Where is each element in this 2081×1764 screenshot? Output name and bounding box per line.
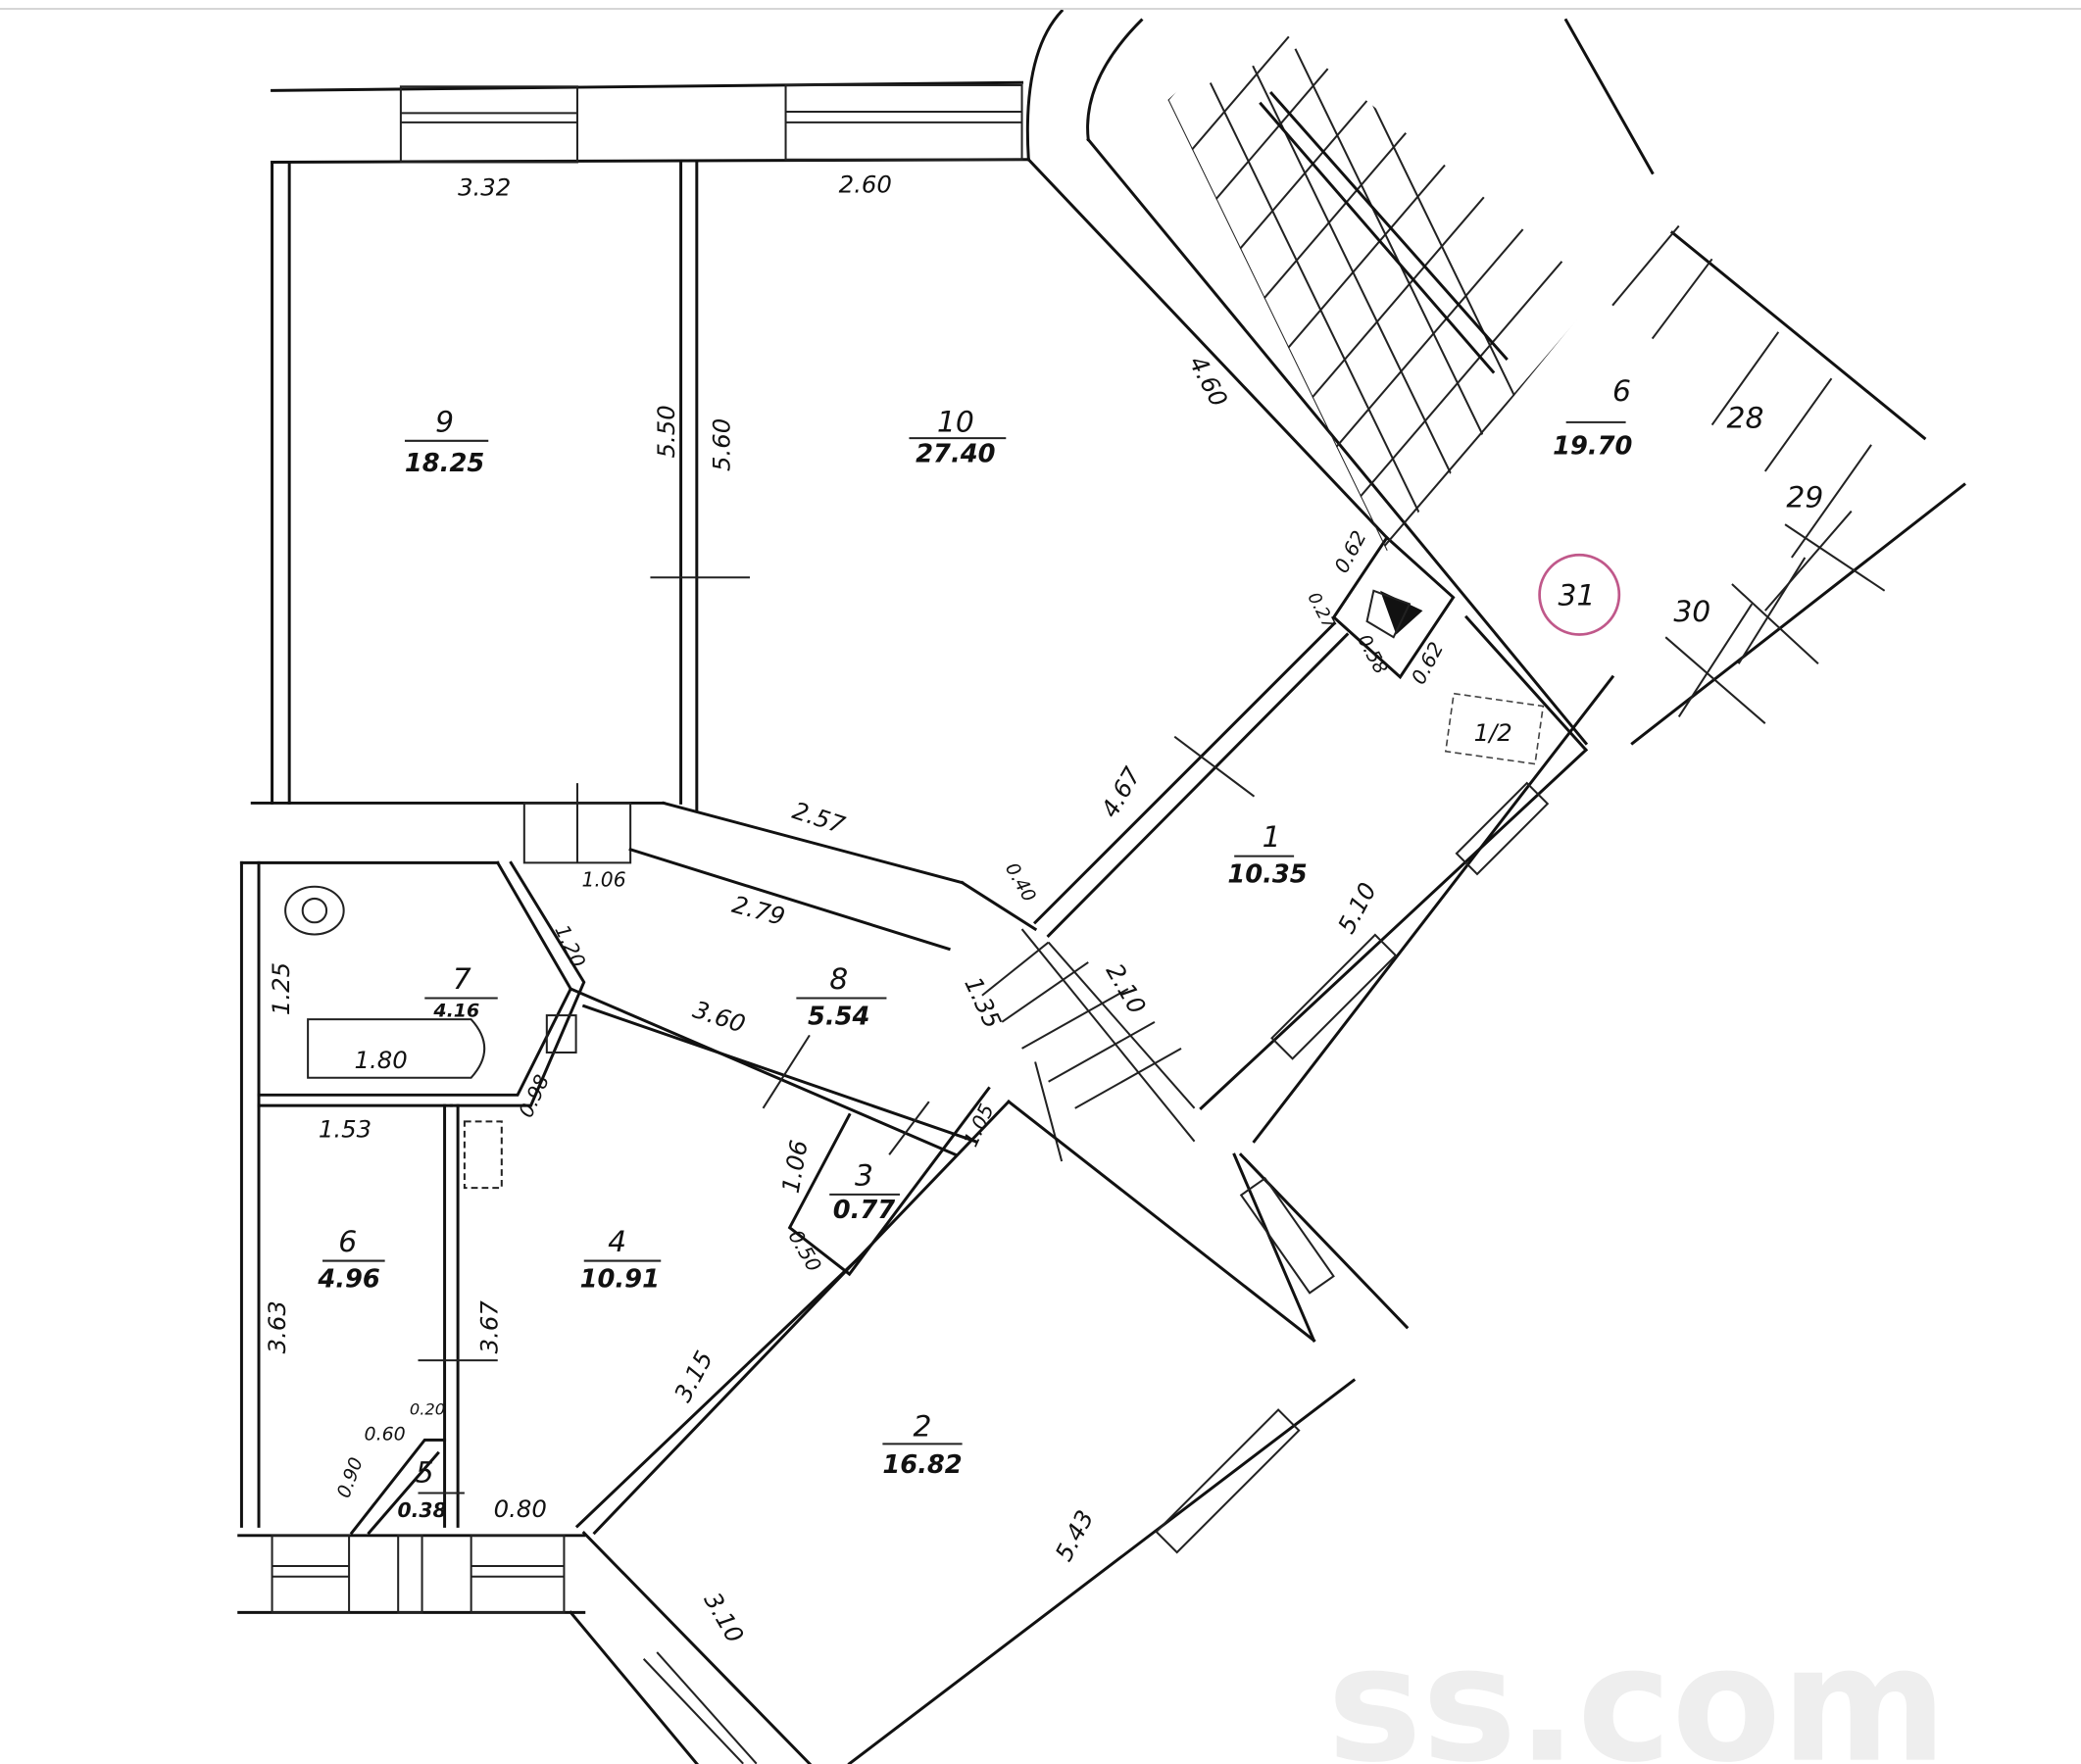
walls xyxy=(237,9,1966,1764)
svg-text:10: 10 xyxy=(937,405,974,439)
room-4: 410.91 xyxy=(580,1225,662,1295)
stair-line xyxy=(1167,99,1388,552)
svg-text:8: 8 xyxy=(829,962,848,997)
watermark: ss.com xyxy=(1327,1613,1947,1764)
stair-line xyxy=(1294,48,1515,501)
room-5: 50.38 xyxy=(398,1456,447,1522)
room-3: 30.77 xyxy=(829,1158,900,1225)
dim: 0.50 xyxy=(783,1226,825,1276)
staircase xyxy=(1167,13,1600,552)
stair-line xyxy=(1167,13,1373,312)
svg-text:0.38: 0.38 xyxy=(398,1498,447,1522)
dim: 0.20 xyxy=(410,1400,445,1419)
dim: 1.53 xyxy=(319,1115,372,1144)
stair-line xyxy=(1336,31,1559,484)
circle-marker xyxy=(1538,553,1621,636)
svg-text:16.82: 16.82 xyxy=(882,1450,962,1480)
dim: 3.63 xyxy=(263,1300,291,1353)
svg-text:9: 9 xyxy=(435,405,454,439)
stair-line xyxy=(1375,261,1600,552)
dim: 0.62 xyxy=(1407,638,1448,688)
stair-line xyxy=(1196,81,1516,456)
svg-text:4: 4 xyxy=(608,1225,626,1259)
dim: 5.60 xyxy=(708,418,736,471)
room-6-storage: 64.96 xyxy=(317,1225,385,1295)
dim: 2.60 xyxy=(839,171,892,199)
svg-text:5: 5 xyxy=(416,1456,434,1491)
stair-line xyxy=(1232,118,1553,491)
apartment-numbers: 28 29 30 31 1/2 xyxy=(1444,401,1823,765)
room-8: 85.54 xyxy=(796,962,887,1032)
dim: 0.27 xyxy=(1304,589,1339,633)
dim: 4.67 xyxy=(1095,761,1146,822)
stair-line xyxy=(1267,153,1589,527)
dim: 1.06 xyxy=(776,1138,814,1195)
dim: 0.98 xyxy=(514,1071,554,1121)
room-7: 74.16 xyxy=(424,962,498,1021)
dim: 0.90 xyxy=(333,1454,368,1500)
box-label: 1/2 xyxy=(1474,718,1512,747)
stair-line xyxy=(1252,65,1473,517)
svg-text:27.40: 27.40 xyxy=(916,439,995,468)
dim: 0.58 xyxy=(1353,631,1391,678)
number-31: 31 xyxy=(1559,579,1596,613)
dim: 1.05 xyxy=(959,1101,999,1151)
dim: 0.80 xyxy=(494,1494,547,1523)
dim: 3.60 xyxy=(689,995,749,1038)
svg-text:10.91: 10.91 xyxy=(580,1265,660,1295)
dim: 0.40 xyxy=(1001,859,1040,906)
svg-text:19.70: 19.70 xyxy=(1553,431,1632,461)
room-6-stair-hall: 619.70 xyxy=(1553,374,1632,461)
room-9: 918.25 xyxy=(405,405,489,478)
dim: 2.57 xyxy=(789,796,849,839)
dim: 3.32 xyxy=(458,172,511,201)
svg-text:7: 7 xyxy=(453,962,471,997)
number-29: 29 xyxy=(1786,481,1823,515)
dim: 4.60 xyxy=(1183,351,1233,412)
stair-line xyxy=(1209,82,1431,535)
svg-text:6: 6 xyxy=(338,1225,357,1259)
svg-text:6: 6 xyxy=(1612,374,1631,409)
svg-text:1: 1 xyxy=(1263,820,1281,855)
dim: 3.10 xyxy=(698,1588,749,1647)
number-28: 28 xyxy=(1727,401,1764,435)
svg-text:10.35: 10.35 xyxy=(1227,860,1307,890)
top-border xyxy=(0,0,2081,10)
dim: 3.67 xyxy=(475,1300,504,1354)
room-2: 216.82 xyxy=(882,1409,962,1480)
stair-line xyxy=(1167,13,1445,383)
svg-text:0.77: 0.77 xyxy=(833,1196,896,1225)
dim: 1.25 xyxy=(267,962,295,1015)
dim: 1.06 xyxy=(581,868,625,892)
svg-text:5.54: 5.54 xyxy=(808,1003,869,1032)
number-30: 30 xyxy=(1673,595,1710,629)
svg-text:4.16: 4.16 xyxy=(432,1000,479,1021)
dim: 5.43 xyxy=(1049,1505,1099,1566)
dimension-labels: 3.32 2.60 4.60 5.50 5.60 0.62 0.27 0.58 … xyxy=(263,171,1448,1648)
svg-text:18.25: 18.25 xyxy=(405,449,484,478)
dim: 5.50 xyxy=(652,405,680,458)
svg-text:2: 2 xyxy=(914,1409,932,1444)
svg-text:4.96: 4.96 xyxy=(317,1265,379,1295)
dim: 0.60 xyxy=(365,1423,406,1445)
dim: 1.80 xyxy=(354,1046,407,1074)
stair-line xyxy=(1167,13,1410,348)
room-1: 110.35 xyxy=(1227,820,1307,890)
dim: 5.10 xyxy=(1332,878,1382,939)
svg-text:3: 3 xyxy=(855,1158,873,1193)
stair-line xyxy=(1339,224,1600,552)
